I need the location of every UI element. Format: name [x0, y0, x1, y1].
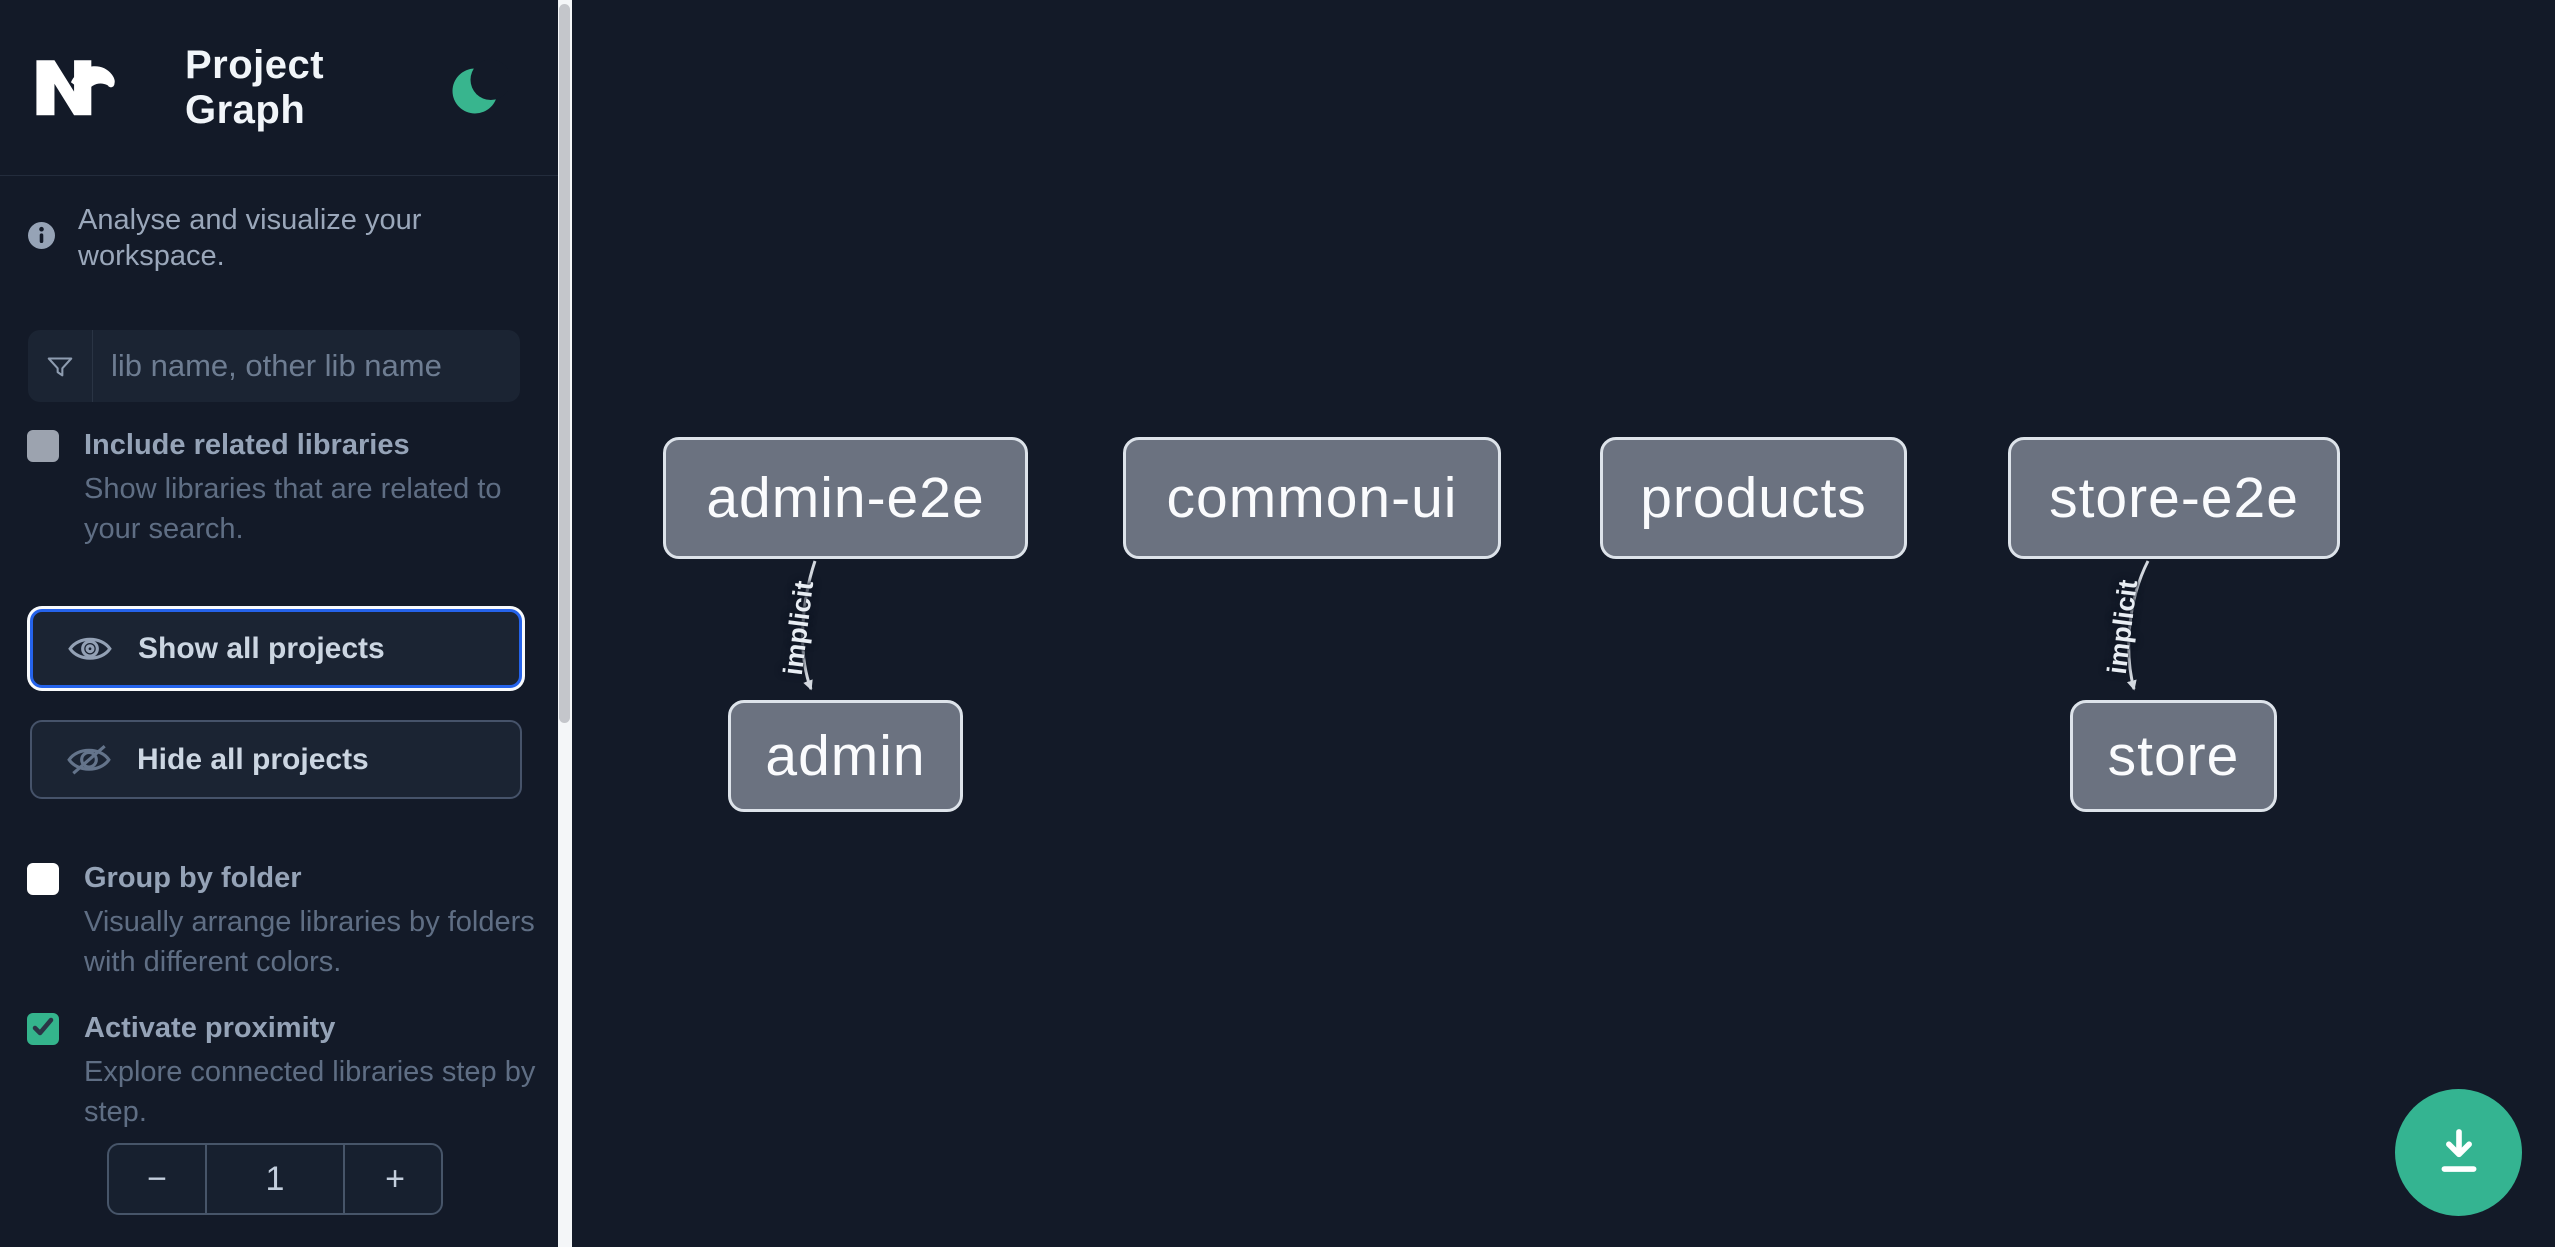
theme-toggle-button[interactable] — [448, 58, 511, 121]
checkbox-include-related[interactable] — [27, 430, 59, 462]
option-group-by-folder: Group by folder Visually arrange librari… — [27, 860, 536, 982]
filter-funnel-icon — [28, 330, 93, 402]
button-label: Show all projects — [138, 631, 385, 665]
checkmark-icon — [31, 1015, 55, 1044]
option-description: Visually arrange libraries by folders wi… — [84, 906, 535, 978]
decrement-button[interactable]: − — [109, 1145, 205, 1213]
eye-off-icon — [66, 742, 112, 778]
option-include-related: Include related libraries Show libraries… — [27, 427, 536, 549]
option-description: Explore connected libraries step by step… — [84, 1056, 536, 1128]
proximity-depth-stepper: − 1 + — [107, 1143, 443, 1215]
option-label: Group by folder — [84, 862, 302, 894]
increment-button[interactable]: + — [345, 1145, 445, 1213]
project-node-store[interactable]: store — [2070, 700, 2277, 812]
download-icon — [2432, 1124, 2486, 1181]
option-description: Show libraries that are related to your … — [84, 473, 502, 545]
sidebar: Project Graph Analyse and visualize yo — [0, 0, 558, 1247]
project-node-admin-e2e[interactable]: admin-e2e — [663, 437, 1028, 559]
option-label: Include related libraries — [84, 429, 410, 461]
project-node-common-ui[interactable]: common-ui — [1123, 437, 1501, 559]
project-node-admin[interactable]: admin — [728, 700, 963, 812]
hide-all-projects-button[interactable]: Hide all projects — [30, 720, 522, 799]
checkbox-group-by-folder[interactable] — [27, 863, 59, 895]
option-label: Activate proximity — [84, 1012, 336, 1044]
nx-logo-icon — [27, 54, 129, 122]
download-graph-button[interactable] — [2395, 1089, 2522, 1216]
search-box — [28, 330, 520, 402]
project-node-store-e2e[interactable]: store-e2e — [2008, 437, 2340, 559]
app-header: Project Graph — [0, 0, 558, 176]
eye-icon — [67, 631, 113, 667]
info-banner: Analyse and visualize your workspace. — [27, 202, 534, 274]
page-title: Project Graph — [185, 42, 325, 132]
checkbox-activate-proximity[interactable] — [27, 1013, 59, 1045]
info-circle-icon — [27, 221, 56, 255]
scrollbar-thumb[interactable] — [559, 4, 570, 723]
graph-canvas[interactable]: implicit implicit admin-e2e common-ui pr… — [572, 0, 2555, 1247]
search-input[interactable] — [93, 330, 520, 402]
stepper-value[interactable]: 1 — [205, 1145, 345, 1213]
project-node-products[interactable]: products — [1600, 437, 1907, 559]
dependency-edges — [801, 560, 2150, 691]
button-label: Hide all projects — [137, 742, 369, 776]
option-activate-proximity: Activate proximity Explore connected lib… — [27, 1010, 536, 1132]
panel-resizer[interactable] — [558, 0, 572, 1247]
info-text: Analyse and visualize your workspace. — [78, 204, 422, 272]
moon-icon — [448, 59, 511, 121]
show-all-projects-button[interactable]: Show all projects — [30, 609, 522, 688]
